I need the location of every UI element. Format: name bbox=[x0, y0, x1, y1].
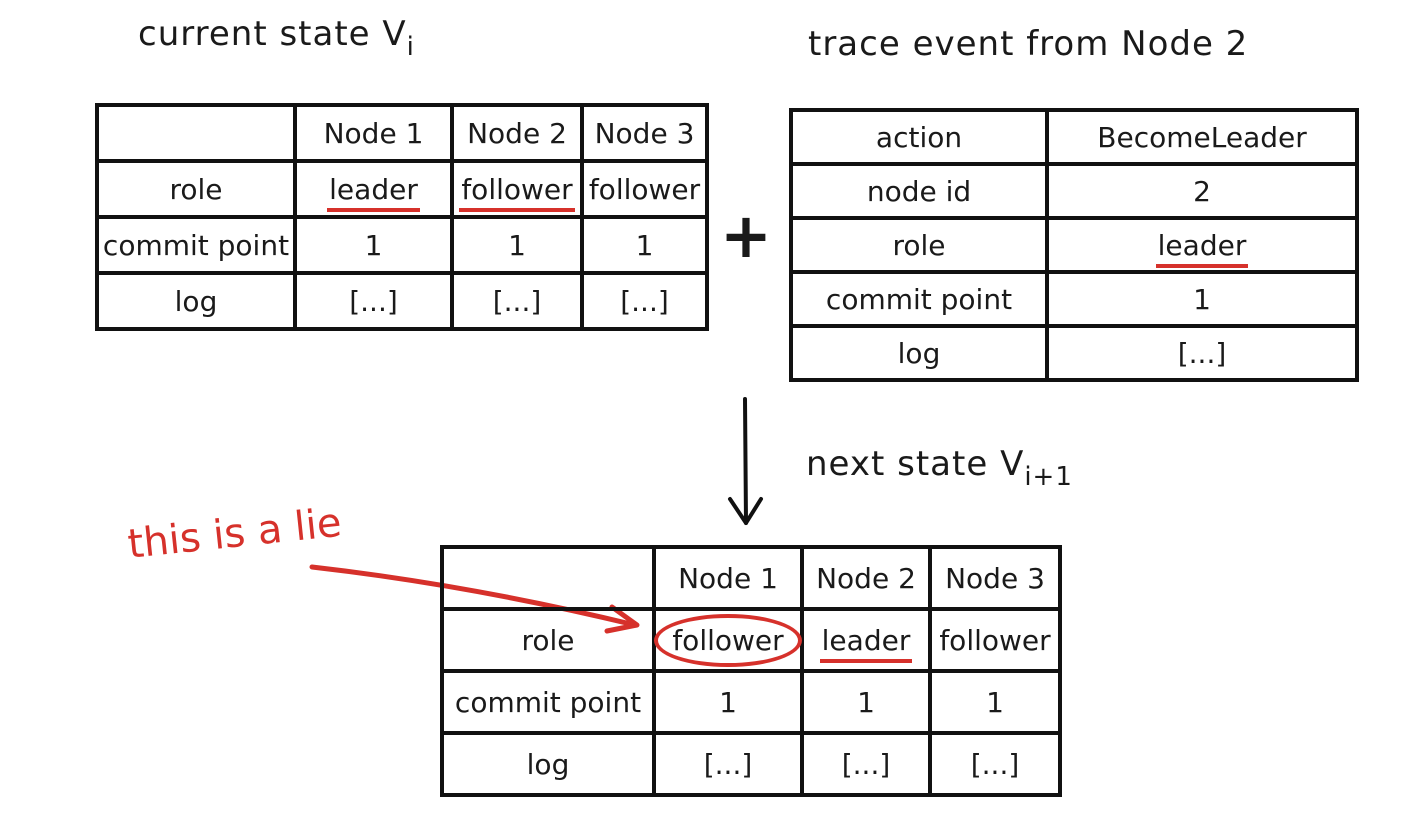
table-header-row: Node 1 Node 2 Node 3 bbox=[95, 103, 709, 163]
column-header-node-2: Node 2 bbox=[450, 103, 584, 163]
table-header-row: Node 1 Node 2 Node 3 bbox=[440, 545, 1062, 611]
underlined-value: leader bbox=[327, 172, 420, 212]
value-node-id: 2 bbox=[1045, 162, 1359, 220]
current-state-title-subscript: i bbox=[406, 32, 415, 62]
next-state-table: Node 1 Node 2 Node 3 role follower leade… bbox=[440, 545, 1062, 797]
column-header-node-3: Node 3 bbox=[928, 545, 1062, 611]
value-action: BecomeLeader bbox=[1045, 108, 1359, 166]
cell-role-node-3: follower bbox=[928, 607, 1062, 673]
row-label-action: action bbox=[789, 108, 1049, 166]
row-label-log: log bbox=[789, 324, 1049, 382]
header-corner bbox=[95, 103, 297, 163]
current-state-title-text: current state V bbox=[138, 14, 407, 54]
cell-log-node-3: [...] bbox=[928, 731, 1062, 797]
column-header-node-3: Node 3 bbox=[580, 103, 709, 163]
plus-operator: + bbox=[720, 199, 772, 272]
underlined-value: leader bbox=[1155, 228, 1249, 268]
row-label-role: role bbox=[95, 159, 297, 219]
row-label-role: role bbox=[789, 216, 1049, 274]
cell-role-node-2: follower bbox=[450, 159, 584, 219]
table-row: action BecomeLeader bbox=[789, 108, 1359, 166]
cell-role-node-3: follower bbox=[580, 159, 709, 219]
table-row: commit point 1 bbox=[789, 270, 1359, 328]
row-label-log: log bbox=[440, 731, 656, 797]
cell-log-node-1: [...] bbox=[293, 271, 454, 331]
cell-commit-node-1: 1 bbox=[652, 669, 804, 735]
table-row: role follower leader follower bbox=[440, 607, 1062, 673]
table-row: role leader bbox=[789, 216, 1359, 274]
cell-role-node-1: follower bbox=[652, 607, 804, 673]
underlined-value: leader bbox=[819, 623, 913, 663]
cell-log-node-1: [...] bbox=[652, 731, 804, 797]
down-arrow-icon bbox=[728, 397, 763, 525]
cell-commit-node-2: 1 bbox=[450, 215, 584, 275]
row-label-commit-point: commit point bbox=[440, 669, 656, 735]
value-commit-point: 1 bbox=[1045, 270, 1359, 328]
row-label-commit-point: commit point bbox=[789, 270, 1049, 328]
table-row: log [...] bbox=[789, 324, 1359, 382]
cell-commit-node-3: 1 bbox=[928, 669, 1062, 735]
table-row: commit point 1 1 1 bbox=[440, 669, 1062, 735]
column-header-node-2: Node 2 bbox=[800, 545, 932, 611]
row-label-commit-point: commit point bbox=[95, 215, 297, 275]
value-role: leader bbox=[1045, 216, 1359, 274]
underlined-value: follower bbox=[459, 172, 575, 212]
cell-commit-node-1: 1 bbox=[293, 215, 454, 275]
cell-log-node-2: [...] bbox=[450, 271, 584, 331]
next-state-title-text: next state V bbox=[806, 444, 1025, 484]
cell-role-node-1: leader bbox=[293, 159, 454, 219]
row-label-role: role bbox=[440, 607, 656, 673]
cell-log-node-3: [...] bbox=[580, 271, 709, 331]
header-corner bbox=[440, 545, 656, 611]
column-header-node-1: Node 1 bbox=[652, 545, 804, 611]
table-row: commit point 1 1 1 bbox=[95, 215, 709, 275]
cell-commit-node-2: 1 bbox=[800, 669, 932, 735]
table-row: log [...] [...] [...] bbox=[95, 271, 709, 331]
row-label-node-id: node id bbox=[789, 162, 1049, 220]
circled-value: follower bbox=[654, 613, 802, 667]
trace-event-table: action BecomeLeader node id 2 role leade… bbox=[789, 108, 1359, 382]
value-log: [...] bbox=[1045, 324, 1359, 382]
table-row: role leader follower follower bbox=[95, 159, 709, 219]
cell-log-node-2: [...] bbox=[800, 731, 932, 797]
current-state-table: Node 1 Node 2 Node 3 role leader followe… bbox=[95, 103, 709, 331]
cell-role-node-2: leader bbox=[800, 607, 932, 673]
table-row: log [...] [...] [...] bbox=[440, 731, 1062, 797]
trace-event-title: trace event from Node 2 bbox=[808, 24, 1249, 64]
cell-commit-node-3: 1 bbox=[580, 215, 709, 275]
next-state-title-subscript: i+1 bbox=[1024, 462, 1073, 492]
column-header-node-1: Node 1 bbox=[293, 103, 454, 163]
next-state-title: next state Vi+1 bbox=[806, 444, 1073, 492]
row-label-log: log bbox=[95, 271, 297, 331]
current-state-title: current state Vi bbox=[138, 14, 415, 62]
table-row: node id 2 bbox=[789, 162, 1359, 220]
